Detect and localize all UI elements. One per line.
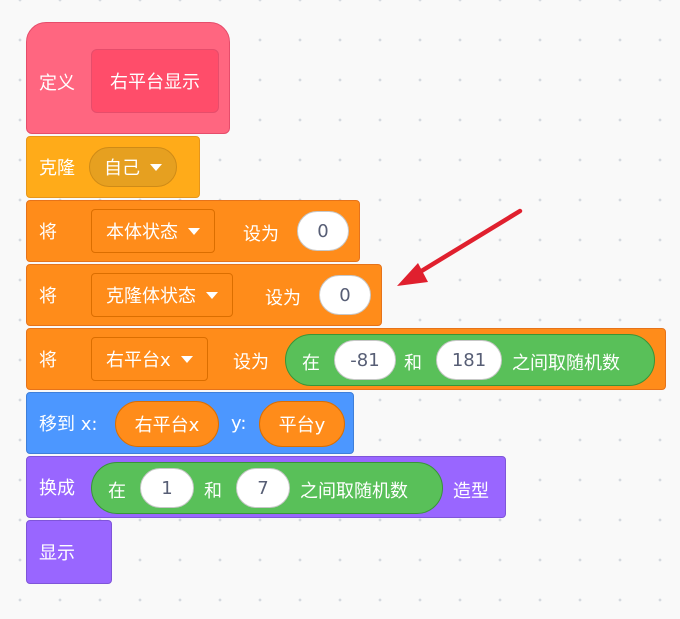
chevron-down-icon bbox=[206, 291, 218, 299]
pick-random-reporter[interactable]: 在 1 和 7 之间取随机数 bbox=[91, 462, 443, 514]
random-suffix: 之间取随机数 bbox=[512, 353, 620, 374]
variable-dropdown-1[interactable]: 本体状态 bbox=[91, 209, 215, 253]
random-to-input[interactable]: 7 bbox=[236, 468, 290, 508]
go-to-xy-block[interactable]: 移到 x: 右平台x y: 平台y bbox=[26, 392, 354, 454]
clone-target-dropdown[interactable]: 自己 bbox=[89, 147, 177, 187]
variable-name: 右平台x bbox=[106, 350, 171, 371]
define-block[interactable]: 定义 右平台显示 bbox=[26, 22, 230, 134]
goto-label: 移到 x: bbox=[39, 414, 98, 435]
define-keyword: 定义 bbox=[39, 73, 75, 94]
random-prefix: 在 bbox=[302, 353, 320, 374]
pick-random-reporter[interactable]: 在 -81 和 181 之间取随机数 bbox=[285, 334, 655, 386]
variable-dropdown-3[interactable]: 右平台x bbox=[91, 337, 208, 381]
value-input-1[interactable]: 0 bbox=[297, 211, 349, 251]
chevron-down-icon bbox=[188, 227, 200, 235]
random-from-input[interactable]: 1 bbox=[140, 468, 194, 508]
show-label: 显示 bbox=[39, 543, 75, 564]
set-variable-block-3[interactable]: 将 右平台x 设为 在 -81 和 181 之间取随机数 bbox=[26, 328, 666, 390]
random-prefix: 在 bbox=[108, 481, 126, 502]
set-label: 将 bbox=[39, 350, 57, 371]
set-variable-block-1[interactable]: 将 本体状态 设为 0 bbox=[26, 200, 360, 262]
value-input-2[interactable]: 0 bbox=[319, 275, 371, 315]
switch-costume-label: 换成 bbox=[39, 478, 75, 499]
chevron-down-icon bbox=[180, 355, 193, 363]
variable-name: 克隆体状态 bbox=[106, 286, 196, 307]
create-clone-block[interactable]: 克隆 自己 bbox=[26, 136, 200, 198]
random-and-label: 和 bbox=[404, 353, 422, 374]
clone-target-value: 自己 bbox=[104, 158, 140, 179]
random-from-input[interactable]: -81 bbox=[334, 340, 396, 380]
random-and-label: 和 bbox=[204, 481, 222, 502]
set-to-label: 设为 bbox=[243, 224, 279, 245]
switch-costume-block[interactable]: 换成 在 1 和 7 之间取随机数 造型 bbox=[26, 456, 506, 518]
set-label: 将 bbox=[39, 286, 57, 307]
procedure-name[interactable]: 右平台显示 bbox=[91, 49, 219, 113]
variable-dropdown-2[interactable]: 克隆体状态 bbox=[91, 273, 233, 317]
chevron-down-icon bbox=[150, 163, 162, 171]
y-variable-reporter[interactable]: 平台y bbox=[259, 401, 345, 447]
set-variable-block-2[interactable]: 将 克隆体状态 设为 0 bbox=[26, 264, 382, 326]
clone-label: 克隆 bbox=[39, 158, 75, 179]
set-to-label: 设为 bbox=[233, 352, 269, 373]
random-to-input[interactable]: 181 bbox=[436, 340, 502, 380]
y-label: y: bbox=[231, 413, 247, 434]
random-suffix: 之间取随机数 bbox=[300, 481, 408, 502]
show-block[interactable]: 显示 bbox=[26, 520, 112, 584]
x-variable-reporter[interactable]: 右平台x bbox=[115, 401, 219, 447]
set-label: 将 bbox=[39, 222, 57, 243]
set-to-label: 设为 bbox=[265, 288, 301, 309]
variable-name: 本体状态 bbox=[106, 222, 178, 243]
costume-suffix: 造型 bbox=[453, 481, 489, 502]
